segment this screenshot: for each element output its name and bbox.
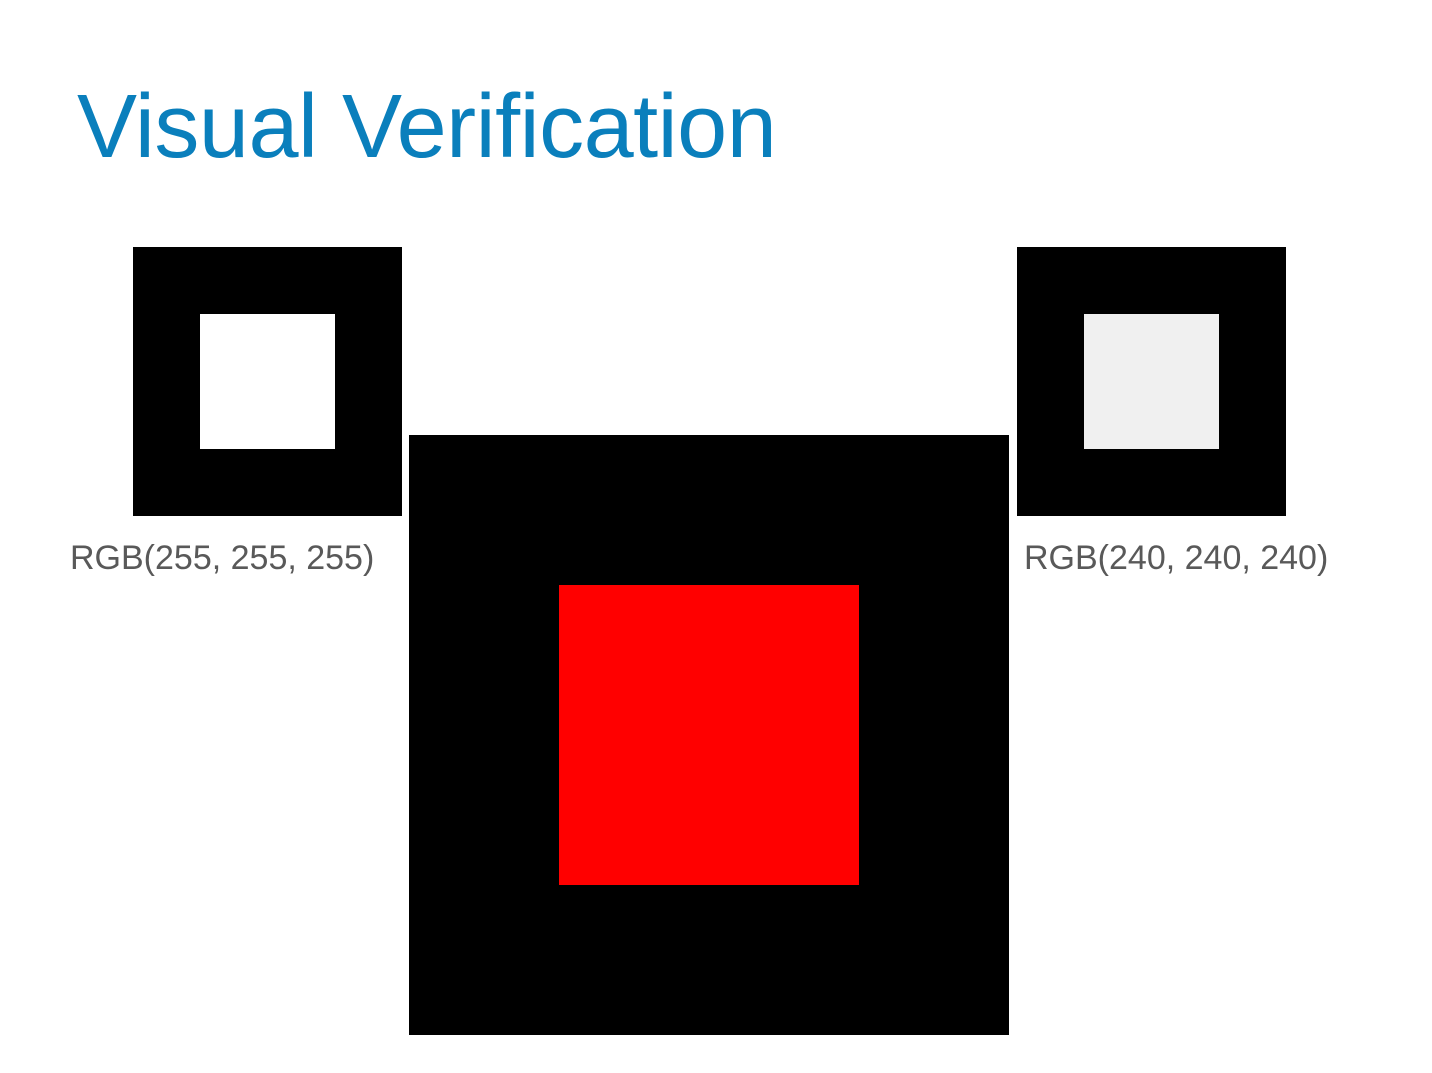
gray-swatch-fill — [1084, 314, 1219, 449]
red-swatch-fill — [559, 585, 859, 885]
red-swatch-frame — [409, 435, 1009, 1035]
gray-swatch-frame — [1017, 247, 1286, 516]
white-swatch-frame — [133, 247, 402, 516]
white-swatch-label: RGB(255, 255, 255) — [70, 539, 375, 577]
gray-swatch-label: RGB(240, 240, 240) — [1024, 539, 1329, 577]
slide-title: Visual Verification — [77, 77, 777, 177]
white-swatch-fill — [200, 314, 335, 449]
